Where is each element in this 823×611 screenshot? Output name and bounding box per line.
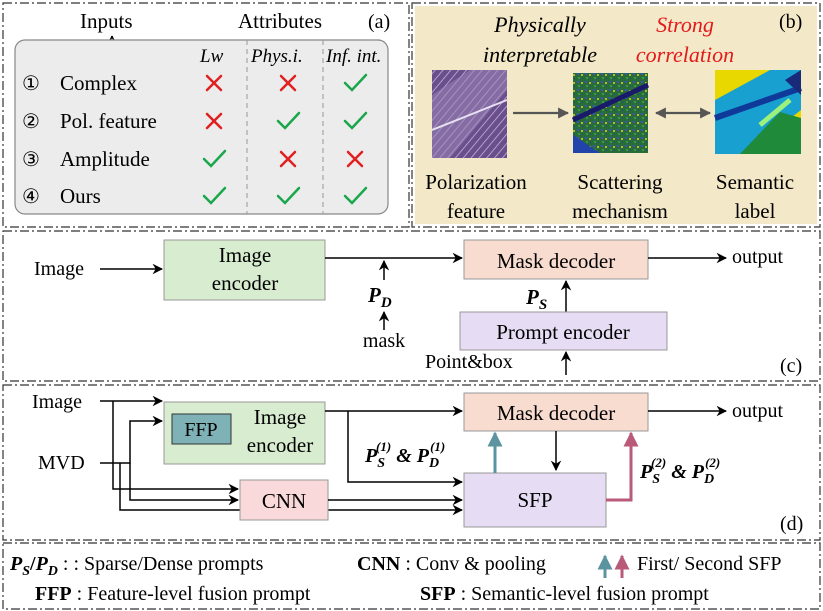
- d-sfp-label: SFP: [517, 488, 552, 512]
- check-icon: [343, 111, 368, 130]
- row-label: Pol. feature: [60, 109, 157, 133]
- strong-corr-line1: Strong: [656, 12, 714, 37]
- d-prompt2-label: PS(2) & PD(2): [639, 455, 720, 487]
- c-pointbox-label: Point&box: [425, 351, 513, 373]
- d-image-encoder-line2: encoder: [247, 433, 313, 457]
- phys-interp-line1: Physically: [493, 12, 586, 37]
- caption-scattering-2: mechanism: [572, 199, 668, 223]
- d-output-label: output: [732, 400, 784, 422]
- legend-ffp: FFP : Feature-level fusion prompt: [35, 583, 311, 605]
- c-mask-label: mask: [363, 330, 405, 352]
- d-input-routing: [100, 395, 464, 516]
- panel-a-frame: [2, 2, 410, 228]
- d-ffp-label: FFP: [184, 419, 217, 441]
- scattering-mechanism-image: [571, 73, 650, 153]
- panel-a: Inputs Attributes (a) Lw Phys.i. Inf. in…: [14, 9, 390, 215]
- caption-polarization-1: Polarization: [425, 170, 527, 194]
- d-image-encoder-line1: Image: [254, 405, 306, 429]
- caption-scattering-1: Scattering: [577, 170, 663, 194]
- check-icon: [202, 186, 227, 205]
- d-arrow-second-sfp: [606, 431, 639, 502]
- c-mask-decoder-box: [463, 239, 649, 280]
- row-index: ①: [22, 73, 40, 95]
- cross-icon: [279, 150, 297, 168]
- panel-c-tag: (c): [780, 355, 802, 377]
- caption-semantic-1: Semantic: [716, 170, 794, 194]
- col-header-lw: Lw: [199, 46, 224, 67]
- check-icon: [343, 73, 368, 92]
- row-label: Amplitude: [60, 147, 150, 171]
- attributes-header: Attributes: [238, 9, 322, 33]
- legend-sfp: SFP : Semantic-level fusion prompt: [420, 583, 709, 605]
- d-arrow-encoder-sfp: [347, 411, 464, 488]
- legend-sfp-arrows: First/ Second SFP: [637, 553, 781, 575]
- check-icon: [276, 186, 301, 205]
- polarization-feature-image: [431, 70, 508, 158]
- inputs-header: Inputs: [80, 9, 133, 33]
- c-ps-label: PS: [525, 285, 547, 313]
- row-index: ③: [22, 149, 40, 171]
- panel-c: Image Image encoder PD mask Mask decoder…: [34, 239, 802, 377]
- d-prompt1-label: PS(1) & PD(1): [364, 439, 445, 471]
- check-icon: [276, 111, 301, 130]
- col-header-inf: Inf. int.: [325, 46, 381, 67]
- panel-d-frame: [2, 384, 821, 541]
- legend: PS/PD : : Sparse/Dense prompts CNN : Con…: [9, 553, 781, 605]
- panel-d-tag: (d): [780, 513, 803, 535]
- panel-c-frame: [2, 230, 821, 382]
- row-index: ②: [22, 111, 40, 133]
- d-cnn-label: CNN: [262, 489, 306, 513]
- d-mvd-label: MVD: [38, 452, 85, 474]
- panel-b: Physically interpretable Strong correlat…: [415, 6, 817, 224]
- d-mask-decoder-label: Mask decoder: [497, 401, 615, 425]
- phys-interp-line2: interpretable: [483, 42, 597, 67]
- d-image-label: Image: [32, 391, 82, 413]
- attribute-rows: ① Complex ② Pol. feature ③ Amplitude ④ Ours: [22, 71, 368, 208]
- legend-cnn: CNN : Conv & pooling: [357, 553, 546, 575]
- c-image-encoder-line1: Image: [219, 243, 271, 267]
- cross-icon: [205, 74, 223, 92]
- check-icon: [202, 149, 227, 168]
- c-image-encoder-box: [163, 239, 326, 301]
- legend-frame: [2, 542, 821, 610]
- cross-icon: [346, 150, 364, 168]
- c-mask-decoder-label: Mask decoder: [497, 249, 615, 273]
- c-pd-label: PD: [367, 283, 392, 311]
- check-icon: [343, 186, 368, 205]
- panel-a-tag: (a): [368, 11, 390, 33]
- semantic-label-image: [714, 70, 802, 154]
- c-prompt-encoder-label: Prompt encoder: [496, 320, 630, 344]
- attributes-table: [14, 39, 389, 215]
- caption-polarization-2: feature: [447, 199, 505, 223]
- panel-b-tag: (b): [779, 11, 802, 33]
- cross-icon: [279, 74, 297, 92]
- row-label: Complex: [60, 71, 137, 95]
- row-label: Ours: [60, 184, 101, 208]
- caption-semantic-2: label: [735, 199, 776, 223]
- strong-corr-line2: correlation: [636, 42, 734, 67]
- d-ffp-box: [171, 413, 232, 445]
- d-image-encoder-box: [163, 401, 326, 465]
- row-index: ④: [22, 186, 40, 208]
- c-image-encoder-line2: encoder: [212, 271, 278, 295]
- d-mask-decoder-box: [463, 392, 649, 432]
- c-image-label: Image: [34, 258, 84, 280]
- panel-d: Image MVD FFP Image encoder CNN Mask dec…: [32, 391, 803, 535]
- c-output-label: output: [732, 246, 784, 268]
- c-prompt-encoder-box: [459, 311, 668, 351]
- col-header-phys: Phys.i.: [250, 46, 303, 67]
- cross-icon: [205, 112, 223, 130]
- legend-ps-pd: PS/PD : : Sparse/Dense prompts: [9, 553, 264, 579]
- panel-b-frame: [411, 2, 821, 228]
- d-cnn-box: [239, 479, 329, 521]
